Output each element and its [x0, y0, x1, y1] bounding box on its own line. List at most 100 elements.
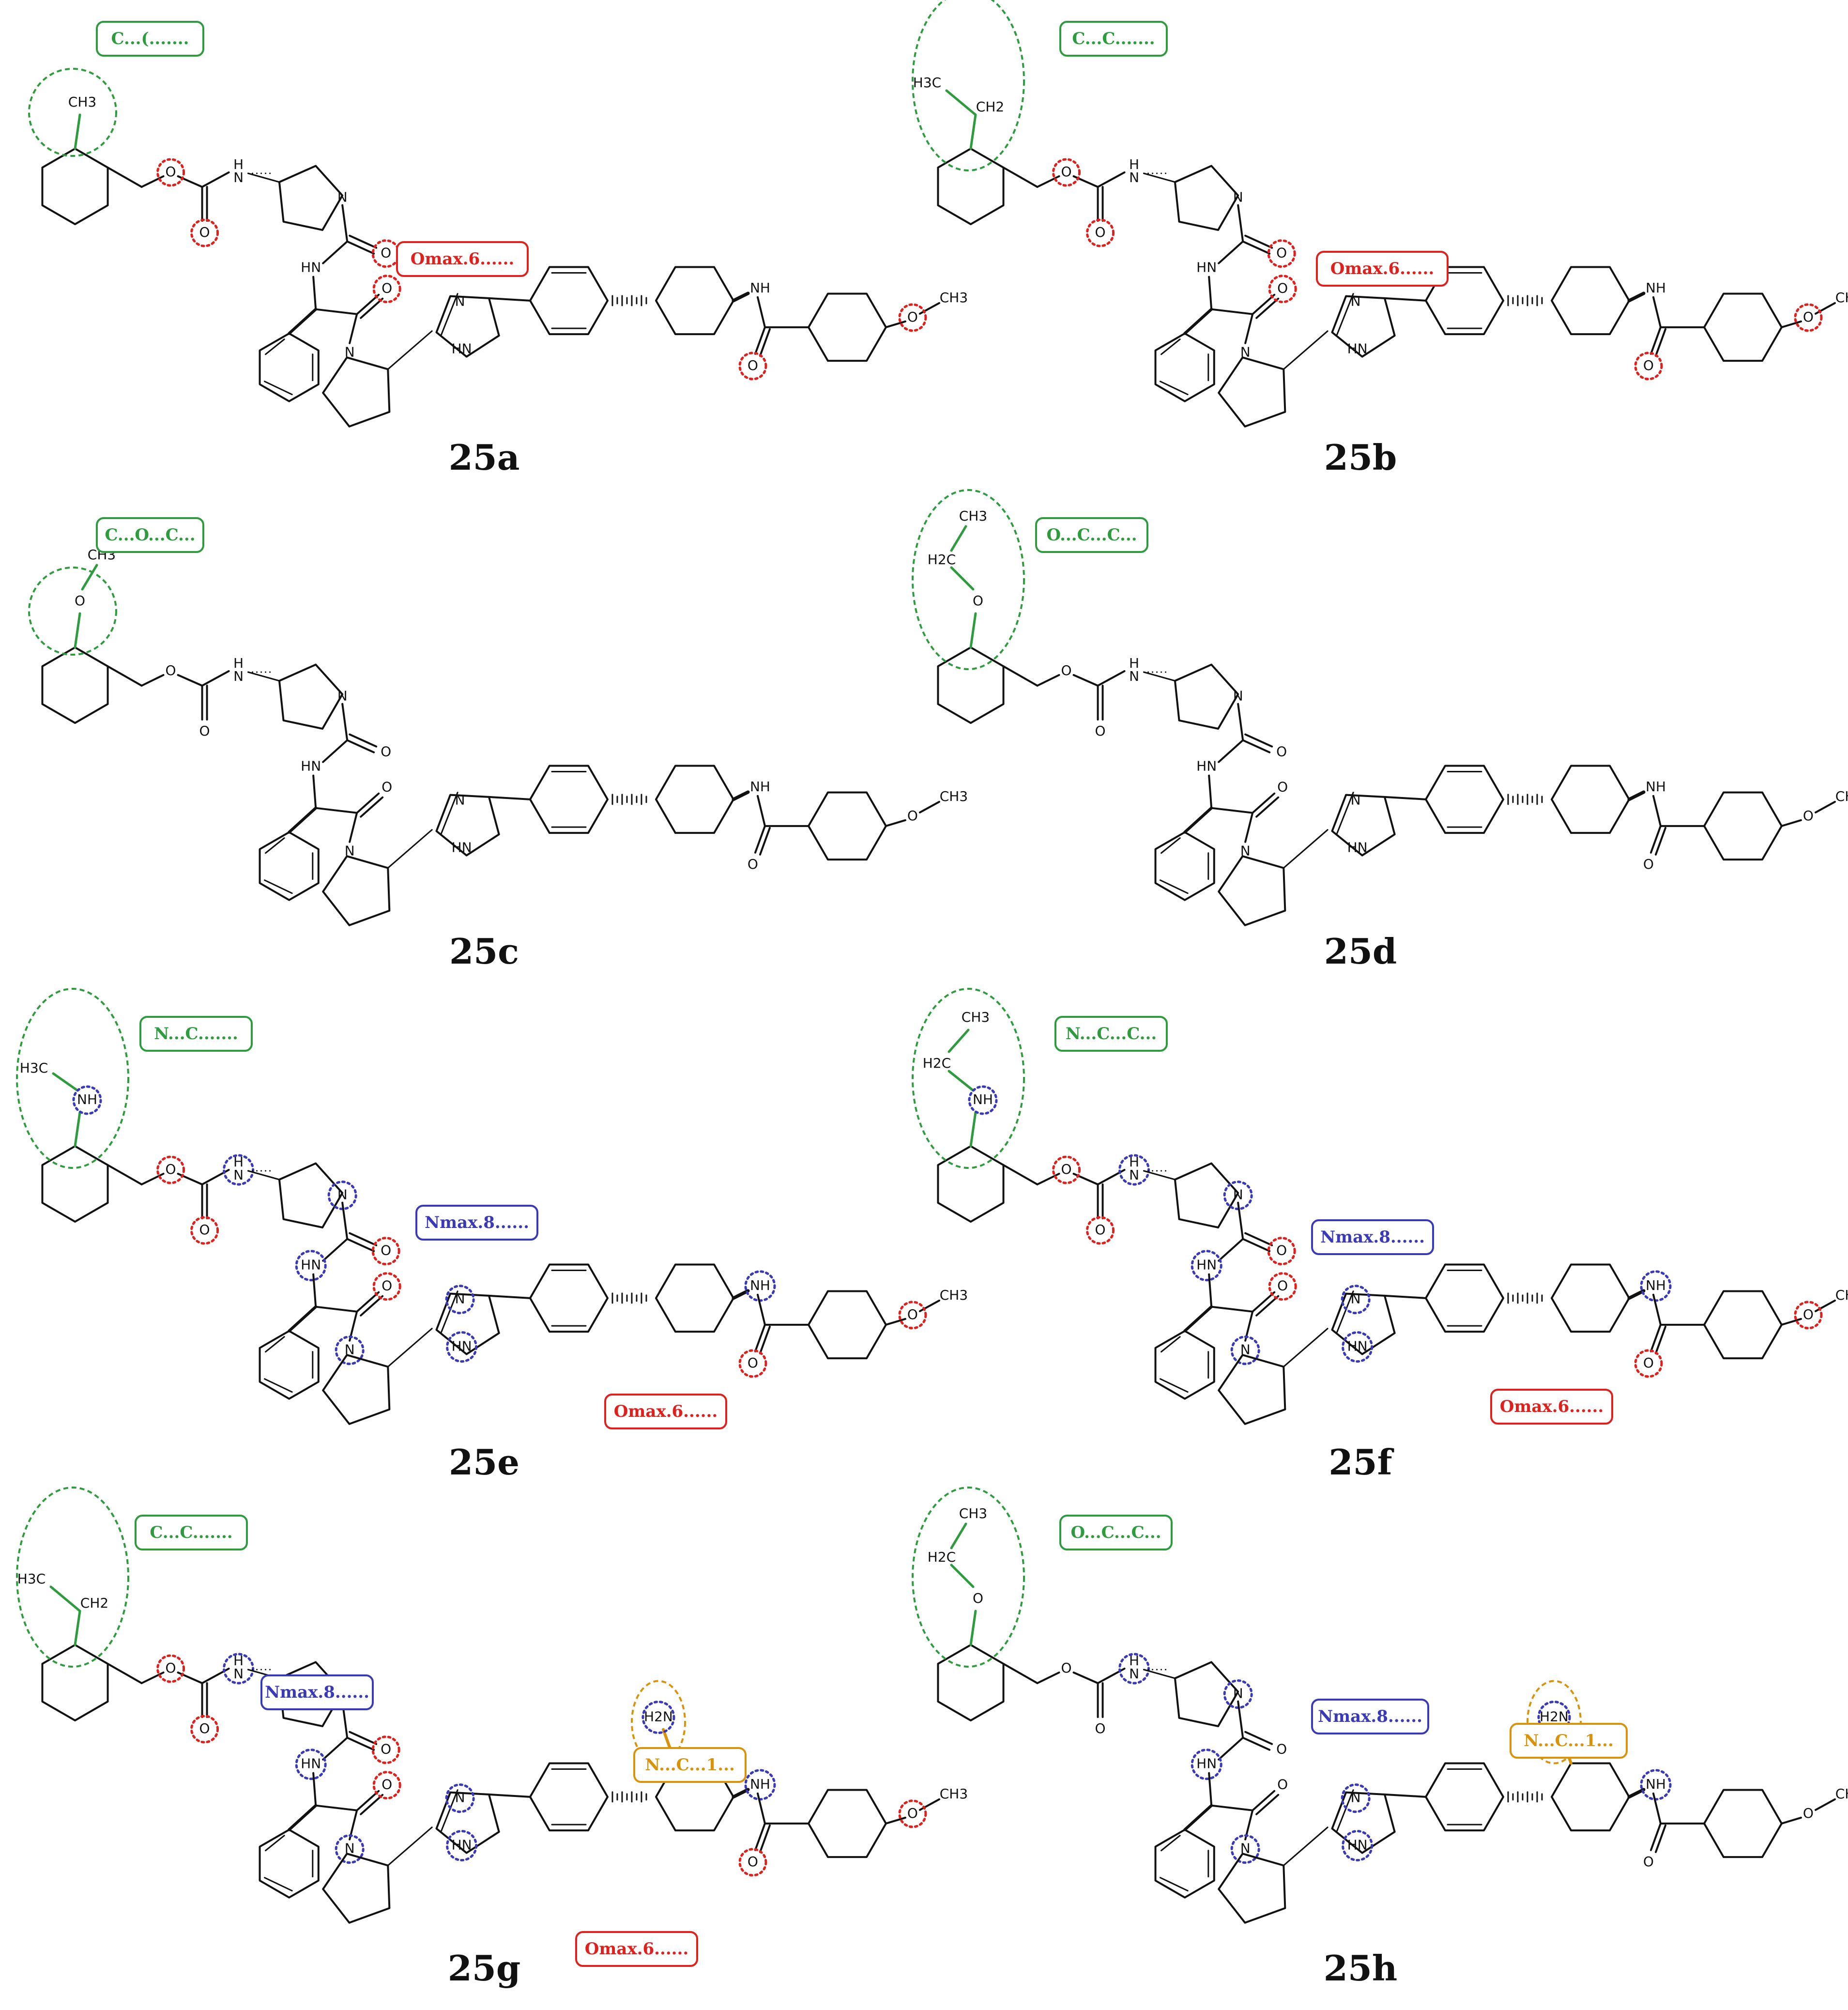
bond — [1218, 1238, 1244, 1262]
fragment-label: Omax.6...... — [614, 1402, 718, 1421]
bond — [488, 1294, 531, 1299]
amide-oxygen-label: O — [1643, 1355, 1654, 1371]
methyl-label: H3C — [17, 1571, 46, 1587]
cyclohexane-ring — [937, 148, 1005, 225]
bond — [177, 674, 203, 687]
fragment-label-box — [633, 1747, 747, 1783]
ethyl-bond — [947, 1028, 970, 1053]
bond — [1252, 1291, 1276, 1313]
bond — [1097, 670, 1126, 687]
bond — [1649, 825, 1662, 854]
o-highlight — [738, 1349, 767, 1378]
pyrrolidine-n-label: N — [337, 1187, 348, 1203]
methyl-label: CH3 — [959, 1505, 987, 1521]
amide-n-label: N — [1129, 1666, 1139, 1682]
ethoxy-bond — [950, 525, 967, 552]
o-highlight — [1267, 1237, 1296, 1266]
bond — [107, 1164, 143, 1185]
cyclohexane-ring — [655, 765, 734, 834]
ethoxy-bond — [950, 1522, 967, 1550]
o-highlight — [898, 303, 927, 332]
substituent-highlight — [28, 567, 117, 656]
bond — [756, 1293, 766, 1326]
n-highlight — [641, 1701, 675, 1734]
substituent-bond — [74, 1610, 81, 1646]
fragment-label: Nmax.8...... — [425, 1213, 529, 1232]
compound-caption: 25a — [449, 437, 520, 478]
bond — [488, 1793, 531, 1798]
imidazole-n-label: N — [455, 1291, 465, 1307]
o-highlight — [156, 1155, 185, 1184]
methoxy-oxygen-label: O — [1803, 1306, 1814, 1322]
amide-oxygen-label: O — [748, 856, 758, 872]
bond — [885, 819, 906, 827]
bond — [1242, 1736, 1271, 1751]
amide-oxygen-label: O — [1643, 1854, 1654, 1870]
bond — [1383, 1294, 1427, 1299]
bond — [1383, 796, 1427, 800]
bond — [1780, 320, 1802, 328]
n-highlight — [295, 1250, 327, 1282]
substituent-highlight — [912, 489, 1025, 670]
n-highlight — [1640, 1270, 1672, 1302]
amide-oxygen-label: O — [382, 1777, 392, 1793]
bond — [1383, 297, 1427, 302]
aromatic-bond — [264, 1877, 293, 1892]
n-highlight — [1230, 1335, 1260, 1366]
bond — [1208, 276, 1213, 310]
bond — [918, 302, 940, 315]
stereo-bond — [1283, 1826, 1329, 1867]
benzene-ring — [529, 765, 609, 834]
bond — [322, 1238, 349, 1262]
bond — [754, 1822, 766, 1851]
o-highlight — [1794, 1301, 1823, 1330]
imidazole-n-label: N — [1351, 792, 1361, 808]
methylene-label: CH2 — [80, 1595, 108, 1611]
compound-caption: 25b — [1324, 437, 1397, 478]
imidazole-ring — [1331, 794, 1396, 857]
bond — [1237, 1700, 1244, 1739]
o-highlight — [738, 1848, 767, 1877]
hydrogen-label: H — [1129, 655, 1139, 671]
n-highlight — [335, 1834, 365, 1864]
methyl-label: CH3 — [1835, 290, 1848, 306]
proline-n-label: N — [345, 843, 355, 859]
wedge-bond — [288, 806, 318, 834]
proline-ring — [1218, 1853, 1286, 1924]
bond — [356, 1790, 380, 1811]
fragment-label-box — [139, 1016, 253, 1052]
bond — [1210, 807, 1254, 814]
n-highlight — [1230, 1834, 1260, 1864]
bond — [1780, 819, 1802, 827]
benzene-ring — [529, 1762, 609, 1832]
imidazole-ring — [435, 1791, 500, 1854]
stereo-bond — [247, 1170, 280, 1181]
o-highlight — [1794, 303, 1823, 332]
proline-ring — [322, 356, 391, 428]
urea-nh-label: HN — [1196, 1756, 1217, 1772]
aromatic-bond — [264, 879, 293, 894]
o-highlight — [1052, 1155, 1081, 1184]
bond — [1072, 674, 1099, 687]
methoxy-bond — [81, 564, 98, 591]
substituent-bond — [74, 113, 81, 150]
bond — [1654, 1325, 1666, 1354]
imidazole-nh-label: HN — [452, 840, 472, 856]
substituent-bond — [74, 1111, 81, 1148]
amide-nh-label: NH — [750, 280, 770, 296]
fragment-label: C...C....... — [150, 1523, 232, 1542]
aromatic-bond — [264, 381, 293, 396]
bond — [346, 1736, 375, 1751]
bond — [759, 827, 771, 856]
amide-oxygen-label: O — [1277, 1278, 1288, 1294]
bond — [1649, 326, 1662, 355]
bond — [1237, 1201, 1244, 1240]
urea-oxygen-label: O — [381, 245, 391, 261]
imidazole-ring — [435, 295, 500, 358]
amide-oxygen-label: O — [382, 280, 392, 296]
aromatic-bond — [1336, 293, 1354, 336]
ester-oxygen-label: O — [1061, 1161, 1072, 1177]
methylene-label: CH2 — [976, 99, 1004, 115]
ring-amine-label: H2N — [1540, 1709, 1569, 1725]
